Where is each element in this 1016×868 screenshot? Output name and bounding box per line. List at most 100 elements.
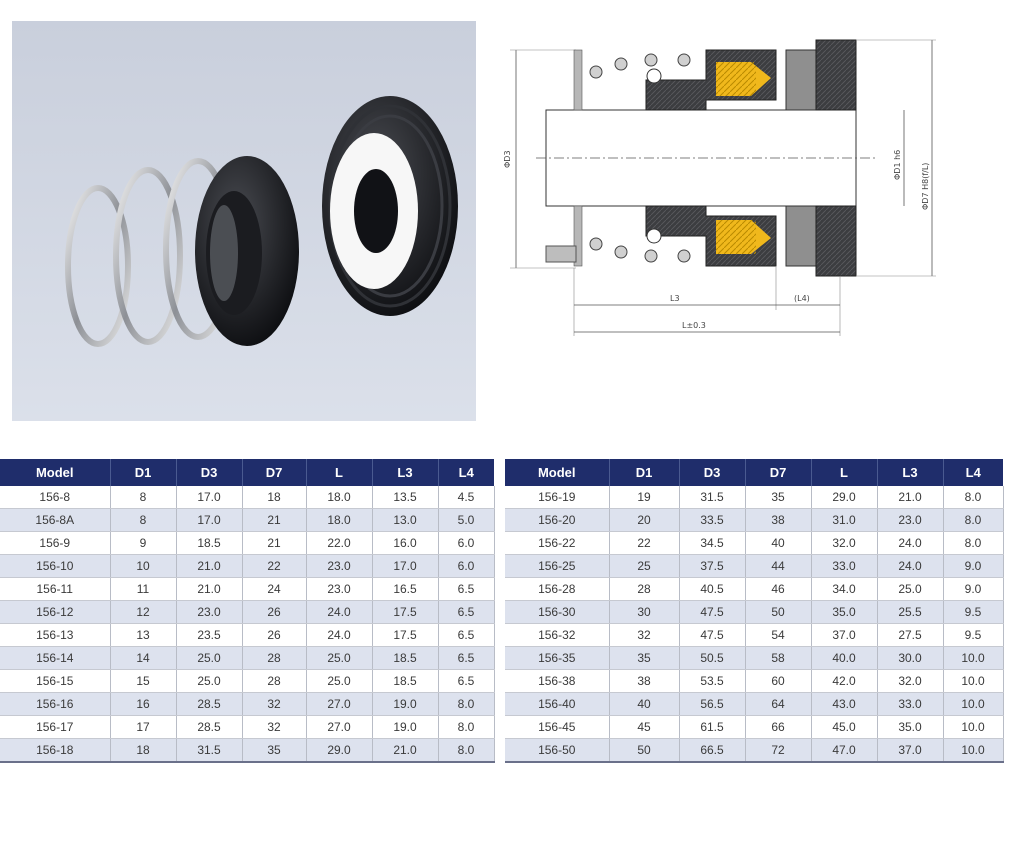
cell-l3: 17.5 [372,600,439,624]
cell-d7: 26 [242,600,307,624]
cell-d3: 25.0 [176,669,243,693]
cell-l4: 8.0 [943,486,1004,509]
cell-d7: 21 [242,531,307,555]
cell-model: 156-9 [0,531,111,555]
cell-d7: 35 [242,738,307,763]
cell-model: 156-14 [0,646,111,670]
cell-l: 29.0 [306,738,373,763]
cell-l3: 30.0 [877,646,944,670]
cell-l: 25.0 [306,646,373,670]
cell-l4: 10.0 [943,669,1004,693]
cell-d1: 20 [609,508,680,532]
cell-d7: 21 [242,508,307,532]
cell-l4: 8.0 [943,531,1004,555]
cell-model: 156-32 [505,623,610,647]
cell-l: 45.0 [811,715,878,739]
cell-l: 18.0 [306,486,373,509]
cell-l3: 24.0 [877,554,944,578]
cell-d7: 72 [745,738,812,763]
cell-d1: 25 [609,554,680,578]
cell-d3: 50.5 [679,646,746,670]
cell-model: 156-17 [0,715,111,739]
cell-l: 43.0 [811,692,878,716]
cell-d1: 14 [110,646,177,670]
cell-l3: 19.0 [372,692,439,716]
cell-l4: 6.5 [438,669,495,693]
cell-model: 156-11 [0,577,111,601]
cell-d1: 28 [609,577,680,601]
cell-l4: 8.0 [438,692,495,716]
cell-model: 156-45 [505,715,610,739]
header-l3: L3 [876,459,943,486]
cell-d3: 23.0 [176,600,243,624]
cell-model: 156-30 [505,600,610,624]
cell-d3: 17.0 [176,486,243,509]
cell-d3: 28.5 [176,692,243,716]
cell-d1: 32 [609,623,680,647]
cell-l4: 6.5 [438,577,495,601]
cell-l4: 8.0 [943,508,1004,532]
cell-d7: 18 [242,486,307,509]
cell-d7: 38 [745,508,812,532]
cell-d7: 44 [745,554,812,578]
dim-l3-label: L3 [670,294,680,303]
cell-l4: 8.0 [438,715,495,739]
header-model: Model [505,459,609,486]
cell-d7: 32 [242,715,307,739]
cell-d1: 10 [110,554,177,578]
cell-l: 40.0 [811,646,878,670]
cell-d1: 30 [609,600,680,624]
cell-d1: 50 [609,738,680,763]
cell-model: 156-40 [505,692,610,716]
cell-d3: 21.0 [176,577,243,601]
lower-section [545,205,857,277]
cell-l: 42.0 [811,669,878,693]
cell-d1: 13 [110,623,177,647]
dim-l-label: L±0.3 [682,321,706,330]
cell-model: 156-12 [0,600,111,624]
cell-model: 156-25 [505,554,610,578]
cell-l3: 13.5 [372,486,439,509]
cell-l3: 17.0 [372,554,439,578]
header-d7: D7 [241,459,306,486]
seal-head [195,156,299,346]
cell-l3: 19.0 [372,715,439,739]
cell-d1: 12 [110,600,177,624]
cell-model: 156-15 [0,669,111,693]
cell-d7: 54 [745,623,812,647]
header-model: Model [0,459,110,486]
cell-d1: 17 [110,715,177,739]
cell-l: 23.0 [306,554,373,578]
cell-d1: 9 [110,531,177,555]
cell-model: 156-18 [0,738,111,763]
cell-d3: 28.5 [176,715,243,739]
cell-d3: 47.5 [679,600,746,624]
cell-l4: 10.0 [943,738,1004,763]
cell-d7: 35 [745,486,812,509]
cell-l4: 6.5 [438,623,495,647]
cell-d3: 34.5 [679,531,746,555]
cell-d3: 31.5 [176,738,243,763]
cell-model: 156-20 [505,508,610,532]
cell-l: 27.0 [306,715,373,739]
header-l4: L4 [437,459,494,486]
cell-l4: 10.0 [943,715,1004,739]
cell-l3: 27.5 [877,623,944,647]
cell-l3: 24.0 [877,531,944,555]
cell-l3: 21.0 [372,738,439,763]
cell-l3: 35.0 [877,715,944,739]
cell-l4: 10.0 [943,692,1004,716]
cell-d7: 32 [242,692,307,716]
cell-l3: 23.0 [877,508,944,532]
cell-d7: 28 [242,646,307,670]
cell-l3: 18.5 [372,669,439,693]
cell-l: 27.0 [306,692,373,716]
cell-d1: 15 [110,669,177,693]
header-d3: D3 [175,459,242,486]
